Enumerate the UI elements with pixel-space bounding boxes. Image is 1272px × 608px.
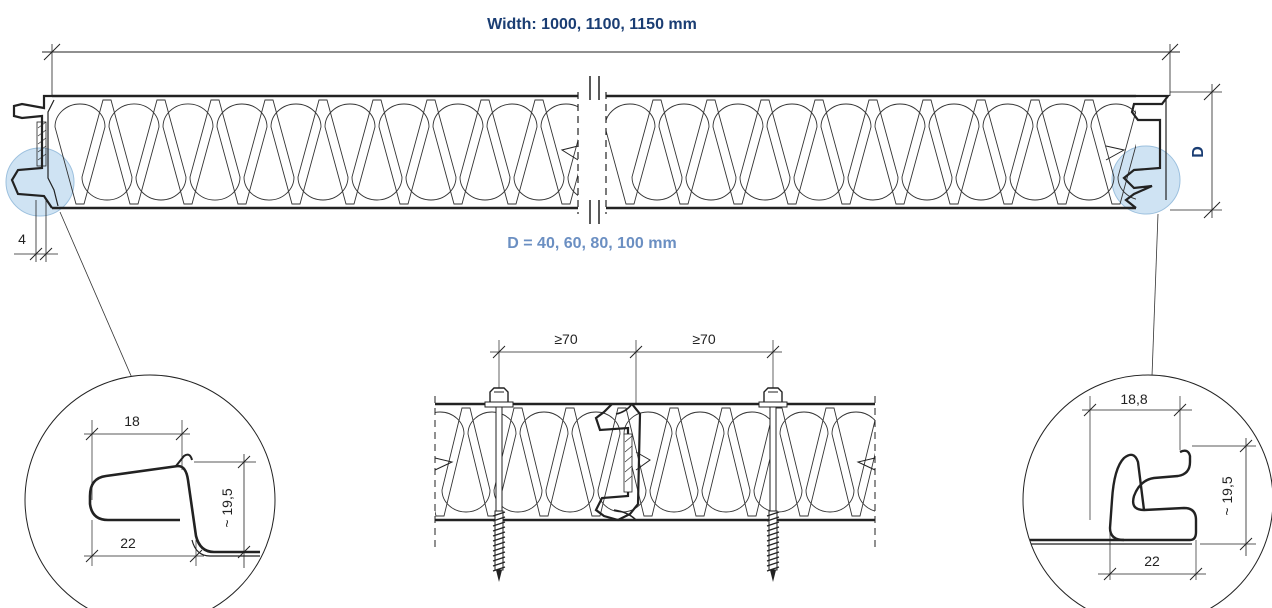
right-dim-top: 18,8 — [1120, 391, 1147, 407]
left-joint-detail — [24, 374, 276, 608]
thickness-label: D = 40, 60, 80, 100 mm — [507, 235, 676, 252]
depth-dimension — [1170, 83, 1222, 219]
left-dim-bottom: 22 — [120, 535, 136, 551]
right-leader-line — [1151, 213, 1159, 377]
right-joint-detail — [1022, 374, 1272, 608]
left-panel-section — [10, 92, 579, 214]
right-dim-height: ~ 19,5 — [1219, 476, 1235, 516]
right-dim-bottom: 22 — [1144, 553, 1160, 569]
screw-left — [484, 387, 514, 582]
edge-offset-dimension — [14, 200, 58, 262]
edge-offset-label: 4 — [18, 231, 26, 247]
depth-symbol: D — [1190, 146, 1207, 158]
screw-right — [758, 387, 788, 582]
left-dim-height: ~ 19,5 — [219, 488, 235, 528]
spacing-label-1: ≥70 — [554, 331, 577, 347]
screw-spacing-dimension — [490, 340, 782, 404]
width-dimension-line — [42, 43, 1180, 96]
left-joint-highlight — [5, 147, 75, 217]
left-leader-line — [59, 211, 133, 379]
width-label: Width: 1000, 1100, 1150 mm — [487, 16, 697, 33]
panel-joint-assembly — [434, 396, 876, 552]
right-joint-highlight — [1111, 145, 1181, 215]
left-dim-top: 18 — [124, 413, 140, 429]
spacing-label-2: ≥70 — [692, 331, 715, 347]
right-panel-section — [605, 92, 1171, 214]
